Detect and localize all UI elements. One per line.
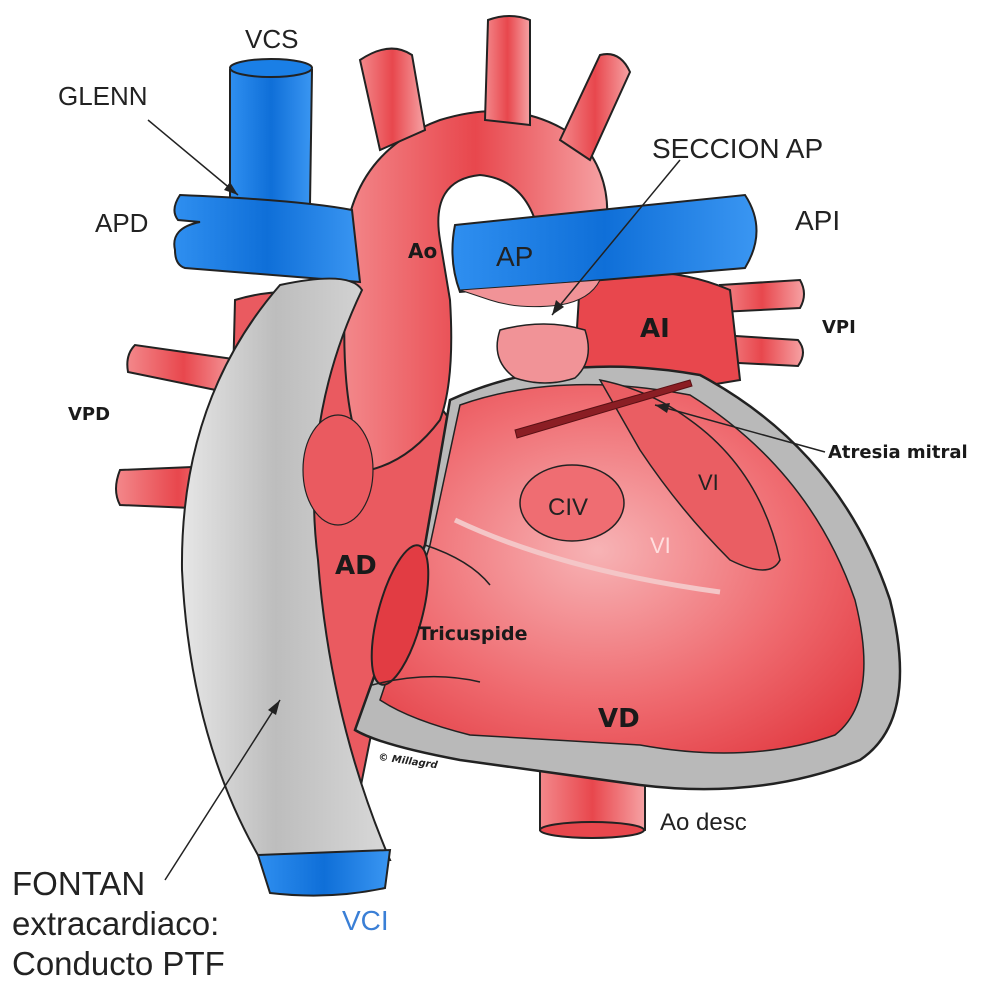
glenn-leader (148, 120, 238, 195)
label-civ: CIV (548, 494, 588, 521)
label-fontan-line3: Conducto PTF (12, 945, 225, 982)
label-vi-lower: VI (650, 533, 671, 558)
label-fontan-line1: FONTAN (12, 865, 145, 902)
right-pulmonary-artery (174, 195, 360, 282)
label-vd: VD (598, 704, 640, 734)
superior-vena-cava (230, 70, 312, 209)
label-ai: AI (640, 314, 670, 344)
label-vci: VCI (342, 905, 389, 936)
label-ao: Ao (408, 239, 437, 263)
label-apd: APD (95, 208, 148, 238)
aortic-branch-3 (560, 54, 630, 160)
label-ao-desc: Ao desc (660, 809, 747, 836)
label-vcs: VCS (245, 24, 298, 54)
atrial-fossa (303, 415, 373, 525)
label-vpd: VPD (68, 404, 110, 425)
aortic-branch-2 (485, 16, 530, 125)
label-glenn: GLENN (58, 81, 148, 111)
label-vi-upper: VI (698, 470, 719, 495)
label-vpi: VPI (822, 317, 856, 338)
svc-top (230, 59, 312, 77)
inferior-vena-cava (258, 850, 390, 896)
label-tricuspide: Tricuspide (418, 623, 527, 645)
label-api: API (795, 205, 840, 236)
label-fontan-line2: extracardiaco: (12, 905, 219, 942)
label-ad: AD (335, 551, 377, 581)
descending-aorta-end (540, 822, 644, 838)
aortic-branch-1 (360, 49, 425, 150)
label-seccion-ap: SECCION AP (652, 133, 823, 164)
label-ap: AP (496, 241, 533, 272)
label-atresia-mitral: Atresia mitral (828, 442, 968, 463)
pulmonary-stump (497, 324, 588, 383)
